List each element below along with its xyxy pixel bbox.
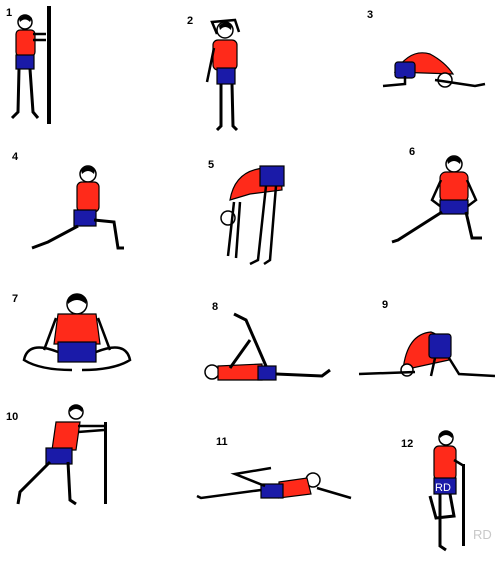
figure-overhead-arm-stretch (205, 18, 241, 132)
exercise-number-9: 9 (382, 299, 389, 311)
exercise-number-1: 1 (6, 7, 13, 19)
shorts (15, 54, 35, 70)
watermark-on-shorts: RD (435, 482, 451, 494)
figure-kneeling-forward-fold (382, 52, 486, 88)
exercise-number-2: 2 (187, 15, 194, 27)
figure-butterfly-stretch (22, 293, 132, 372)
exercise-number-11: 11 (216, 436, 228, 448)
watermark-corner: RD (473, 527, 492, 542)
figure-standing-forward-bend (220, 165, 285, 266)
exercise-number-10: 10 (6, 411, 19, 423)
figure-wall-calf-stretch (10, 6, 51, 124)
shirt (15, 29, 36, 57)
figure-prone-quad-stretch (196, 466, 352, 500)
exercise-number-4: 4 (12, 151, 19, 163)
exercise-number-8: 8 (212, 301, 219, 313)
figure-side-lunge-stretch (391, 155, 482, 244)
exercise-number-3: 3 (367, 9, 374, 21)
figure-pigeon-stretch (358, 331, 495, 378)
figure-pole-calf-stretch (16, 404, 107, 506)
exercise-number-12: 12 (401, 438, 414, 450)
figure-lying-hamstring-stretch (204, 312, 331, 381)
figure-lunge-stretch (31, 165, 124, 250)
exercise-number-5: 5 (208, 159, 215, 171)
exercise-number-6: 6 (409, 146, 416, 158)
figure-standing-quad-stretch (428, 430, 465, 552)
exercise-number-7: 7 (12, 293, 19, 305)
